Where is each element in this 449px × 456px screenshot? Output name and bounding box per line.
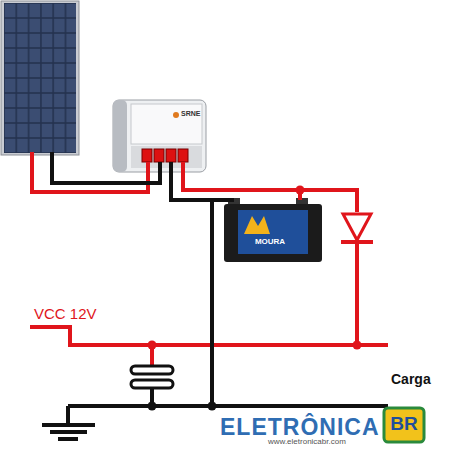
logo-box [384, 408, 424, 442]
charge-controller [113, 100, 206, 172]
load-label: Carga [391, 372, 431, 387]
positive-wires [30, 152, 388, 345]
brand-logo: MOURA [255, 238, 285, 247]
diode-symbol [341, 214, 373, 242]
solar-panel [1, 1, 79, 155]
capacitor-symbol [131, 345, 173, 406]
watermark-url: www.eletronicabr.com [268, 438, 346, 447]
voltage-label: VCC 12V [34, 306, 97, 323]
negative-wires [42, 152, 388, 439]
watermark: BR [390, 414, 417, 435]
junction-dots [148, 186, 362, 411]
watermark: ELETRÔNICA [220, 415, 380, 440]
battery [224, 198, 322, 262]
brand-logo: SRNE [181, 110, 200, 118]
